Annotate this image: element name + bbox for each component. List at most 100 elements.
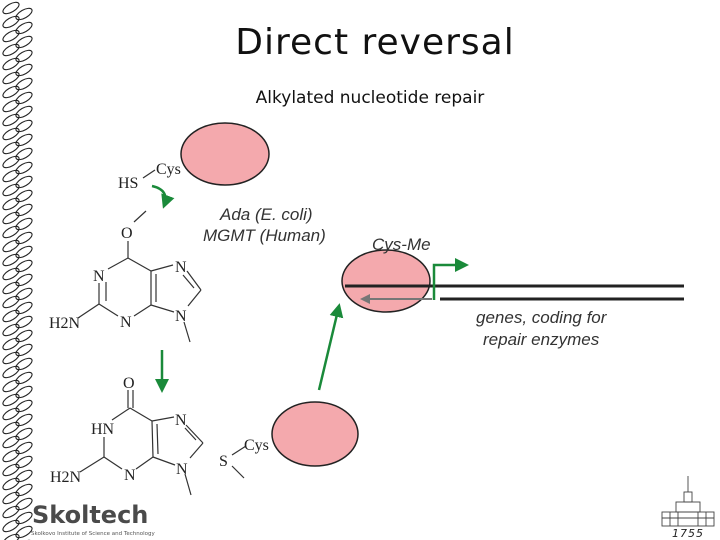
chain-link: [2, 141, 20, 155]
chain-link: [15, 441, 33, 455]
guanine-structure: [79, 390, 247, 496]
sulfur-label: S: [219, 453, 228, 470]
chain-link: [15, 7, 33, 21]
chain-link: [2, 295, 20, 309]
n9-label: N: [175, 308, 187, 325]
methyl-transfer-arrow: [151, 184, 175, 209]
chain-link: [2, 169, 20, 183]
thiol-label: HS: [118, 175, 138, 192]
chain-link: [2, 351, 20, 365]
enzyme-name-ada: Ada (E. coli): [219, 205, 313, 224]
chain-link: [15, 469, 33, 483]
enzyme-ellipse-bottom: [271, 401, 359, 467]
chain-link: [15, 77, 33, 91]
footer-year: 1755: [672, 527, 704, 540]
chain-link: [15, 105, 33, 119]
chain-border: [2, 1, 33, 540]
chain-link: [2, 253, 20, 267]
chain-link: [2, 407, 20, 421]
chain-link: [15, 259, 33, 273]
chain-link: [15, 49, 33, 63]
chain-link: [2, 155, 20, 169]
chain-link: [2, 29, 20, 43]
chain-link: [2, 211, 20, 225]
chain-link: [2, 505, 20, 519]
n3-label: N: [120, 314, 132, 331]
chain-link: [15, 301, 33, 315]
activation-arrow: [317, 303, 344, 391]
chain-link: [2, 393, 20, 407]
chain-link: [15, 161, 33, 175]
chain-link: [15, 357, 33, 371]
chain-link: [2, 491, 20, 505]
genes-caption-line2: repair enzymes: [483, 330, 600, 349]
chain-link: [15, 329, 33, 343]
n1h-label: HN: [91, 421, 115, 438]
methylguanine-structure: [77, 169, 202, 343]
slide-title: Direct reversal: [235, 22, 515, 63]
skoltech-logo: Skoltech Skolkovo Institute of Science a…: [28, 501, 155, 539]
chain-link: [15, 63, 33, 77]
chain-link: [2, 533, 20, 540]
chain-link: [2, 477, 20, 491]
chain-link: [15, 511, 33, 525]
chain-link: [15, 147, 33, 161]
chain-link: [15, 189, 33, 203]
chain-link: [2, 71, 20, 85]
n1-label: N: [93, 268, 105, 285]
chain-link: [15, 399, 33, 413]
chain-link: [2, 225, 20, 239]
amine-bottom-label: H2N: [50, 469, 82, 486]
n3-bottom-label: N: [124, 467, 136, 484]
enzyme-ellipse-top: [180, 122, 270, 186]
chain-link: [2, 519, 20, 533]
chain-link: [15, 231, 33, 245]
chain-link: [15, 315, 33, 329]
chain-link: [15, 455, 33, 469]
chain-link: [15, 497, 33, 511]
chain-link: [2, 449, 20, 463]
chain-link: [2, 183, 20, 197]
methyl-dash: [133, 210, 147, 223]
chain-link: [2, 337, 20, 351]
chain-link: [2, 43, 20, 57]
logo-tagline: Skolkovo Institute of Science and Techno…: [31, 531, 155, 537]
chain-link: [2, 1, 20, 15]
cys-top-label: Cys: [156, 161, 181, 178]
chain-link: [2, 99, 20, 113]
chain-link: [15, 385, 33, 399]
enzyme-ellipse-right: [341, 249, 431, 313]
chain-link: [2, 323, 20, 337]
genes-caption-line1: genes, coding for: [476, 308, 608, 327]
chain-link: [15, 427, 33, 441]
chain-link: [2, 85, 20, 99]
chain-link: [2, 281, 20, 295]
chain-link: [15, 483, 33, 497]
chain-link: [15, 175, 33, 189]
chain-link: [2, 113, 20, 127]
chain-link: [15, 203, 33, 217]
chain-link: [2, 57, 20, 71]
chain-link: [15, 413, 33, 427]
enzyme-name-mgmt: MGMT (Human): [203, 226, 326, 245]
chain-link: [2, 365, 20, 379]
carbonyl-label: O: [123, 375, 135, 392]
promoter-arrow: [432, 258, 469, 300]
chain-link: [15, 217, 33, 231]
chain-link: [15, 245, 33, 259]
chain-link: [15, 343, 33, 357]
chain-link: [15, 133, 33, 147]
chain-link: [2, 379, 20, 393]
chain-link: [15, 371, 33, 385]
chain-link: [2, 463, 20, 477]
chain-link: [2, 239, 20, 253]
chain-link: [2, 15, 20, 29]
cys-me-label: Cys-Me: [372, 235, 431, 254]
slide-subtitle: Alkylated nucleotide repair: [255, 88, 485, 108]
chain-link: [15, 119, 33, 133]
university-building-icon: [661, 476, 715, 527]
n7-label: N: [175, 259, 187, 276]
n9-bottom-label: N: [176, 461, 188, 478]
